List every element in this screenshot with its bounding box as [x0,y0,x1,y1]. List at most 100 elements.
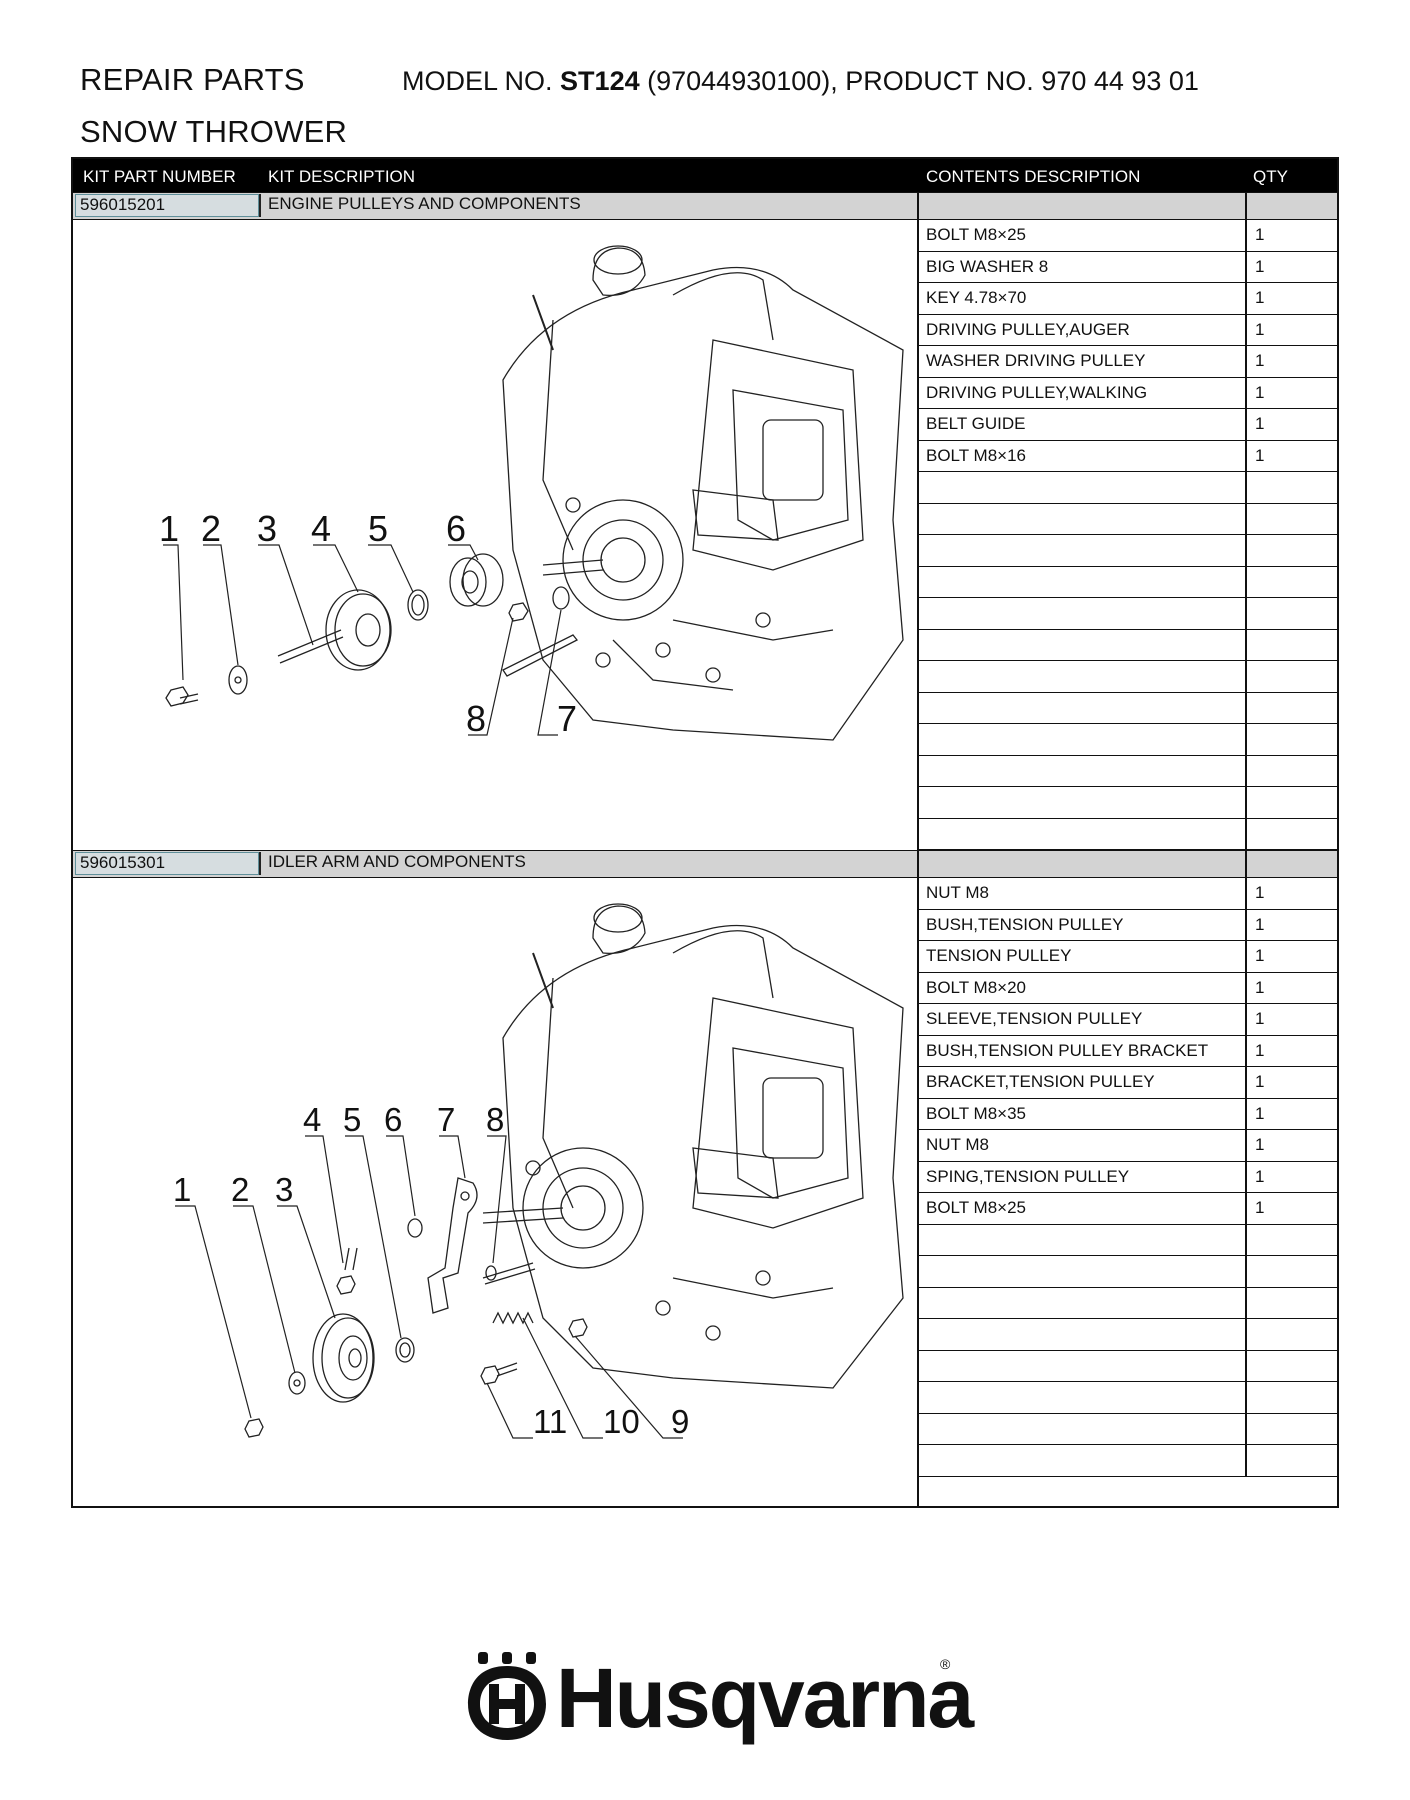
qty-value: 1 [1255,1166,1265,1186]
contents-description: BELT GUIDE [926,414,1026,433]
contents-row [918,755,1339,787]
contents-row [918,1382,1339,1414]
qty-value: 1 [1255,977,1265,997]
contents-row [918,787,1339,819]
qty-divider [1245,346,1247,377]
qty-value: 1 [1255,256,1265,276]
qty-divider [1245,1287,1247,1318]
contents-description: BOLT M8×16 [926,445,1027,465]
divider [1245,193,1247,219]
qty-divider [1245,1350,1247,1381]
qty-divider [1245,409,1247,440]
contents-row: DRIVING PULLEY,AUGER 1 [918,314,1339,346]
qty-divider [1245,220,1247,251]
callout-11: 11 [533,1403,567,1440]
contents-description: KEY 4.78×70 [926,288,1027,307]
contents-row: BELT GUIDE 1 [918,409,1339,441]
contents-description: NUT M8 [926,1135,989,1154]
contents-row [918,503,1339,535]
callout-10: 10 [603,1403,640,1440]
divider [917,193,919,219]
kit-description: IDLER ARM AND COMPONENTS [259,852,917,875]
contents-row [918,566,1339,598]
kit-description: ENGINE PULLEYS AND COMPONENTS [259,194,917,217]
contents-row: BOLT M8×35 1 [918,1098,1339,1130]
callout-4: 4 [311,508,331,549]
model-suffix: (97044930100), PRODUCT NO. 970 44 93 01 [647,66,1199,96]
contents-description: TENSION PULLEY [926,946,1072,965]
qty-value: 1 [1255,883,1265,902]
contents-description: SPING,TENSION PULLEY [926,1166,1130,1186]
qty-value: 1 [1255,1103,1265,1123]
model-prefix: MODEL NO. [402,66,553,96]
parts-table: KIT PART NUMBER KIT DESCRIPTION CONTENTS… [71,157,1339,1508]
contents-row [918,724,1339,756]
contents-row [918,1256,1339,1288]
contents-description: WASHER DRIVING PULLEY [926,351,1146,370]
qty-divider [1245,472,1247,503]
kit-number: 596015301 [75,852,259,875]
qty-value: 1 [1255,319,1265,339]
qty-value: 1 [1255,225,1265,244]
contents-row [918,1319,1339,1351]
qty-value: 1 [1255,1009,1265,1028]
callout-8: 8 [486,1101,504,1138]
exploded-diagram-idler-arm: 4 5 6 7 8 1 2 3 11 10 9 [73,878,918,1506]
qty-value: 1 [1255,914,1265,934]
contents-description: BOLT M8×20 [926,977,1027,997]
contents-row [918,1287,1339,1319]
qty-divider [1245,1067,1247,1098]
qty-divider [1245,972,1247,1003]
registered-mark: ® [940,1656,951,1672]
contents-row: TENSION PULLEY 1 [918,941,1339,973]
qty-divider [1245,377,1247,408]
qty-value: 1 [1255,1072,1265,1091]
model-info: MODEL NO. ST124 (97044930100), PRODUCT N… [402,66,1199,97]
qty-value: 1 [1255,445,1265,465]
callout-7: 7 [437,1101,455,1138]
contents-description: DRIVING PULLEY,AUGER [926,319,1130,339]
callout-9: 9 [671,1403,689,1440]
contents-row [918,629,1339,661]
qty-divider [1245,878,1247,909]
callout-2: 2 [231,1171,249,1208]
qty-value: 1 [1255,946,1265,965]
contents-row: BOLT M8×20 1 [918,972,1339,1004]
qty-value: 1 [1255,414,1265,433]
contents-description: BUSH,TENSION PULLEY BRACKET [926,1040,1209,1060]
callout-3: 3 [275,1171,293,1208]
divider [917,878,919,1506]
contents-description: BRACKET,TENSION PULLEY [926,1072,1155,1091]
husqvarna-logo: Husqvarna ® [460,1648,974,1748]
kit-row-1: 596015201 ENGINE PULLEYS AND COMPONENTS [73,192,1337,220]
qty-divider [1245,440,1247,471]
contents-row [918,1224,1339,1256]
callout-5: 5 [368,508,388,549]
callout-3: 3 [257,508,277,549]
qty-divider [1245,1098,1247,1129]
callout-4: 4 [303,1101,321,1138]
contents-row [918,1413,1339,1445]
col-kit-part-number: KIT PART NUMBER [83,167,236,186]
exploded-diagram-engine-pulleys: 1 2 3 4 5 6 8 7 [73,220,918,850]
contents-row [918,818,1339,850]
col-kit-description: KIT DESCRIPTION [268,167,416,186]
qty-divider [1245,1445,1247,1476]
kit-number: 596015201 [75,194,259,217]
qty-divider [1245,1224,1247,1255]
col-qty: QTY [1253,167,1288,186]
husqvarna-crown-h-icon [468,1652,546,1740]
qty-divider [1245,629,1247,660]
divider [917,851,919,877]
callout-8: 8 [466,698,486,739]
contents-description: SLEEVE,TENSION PULLEY [926,1009,1143,1028]
contents-description: BOLT M8×35 [926,1103,1027,1123]
